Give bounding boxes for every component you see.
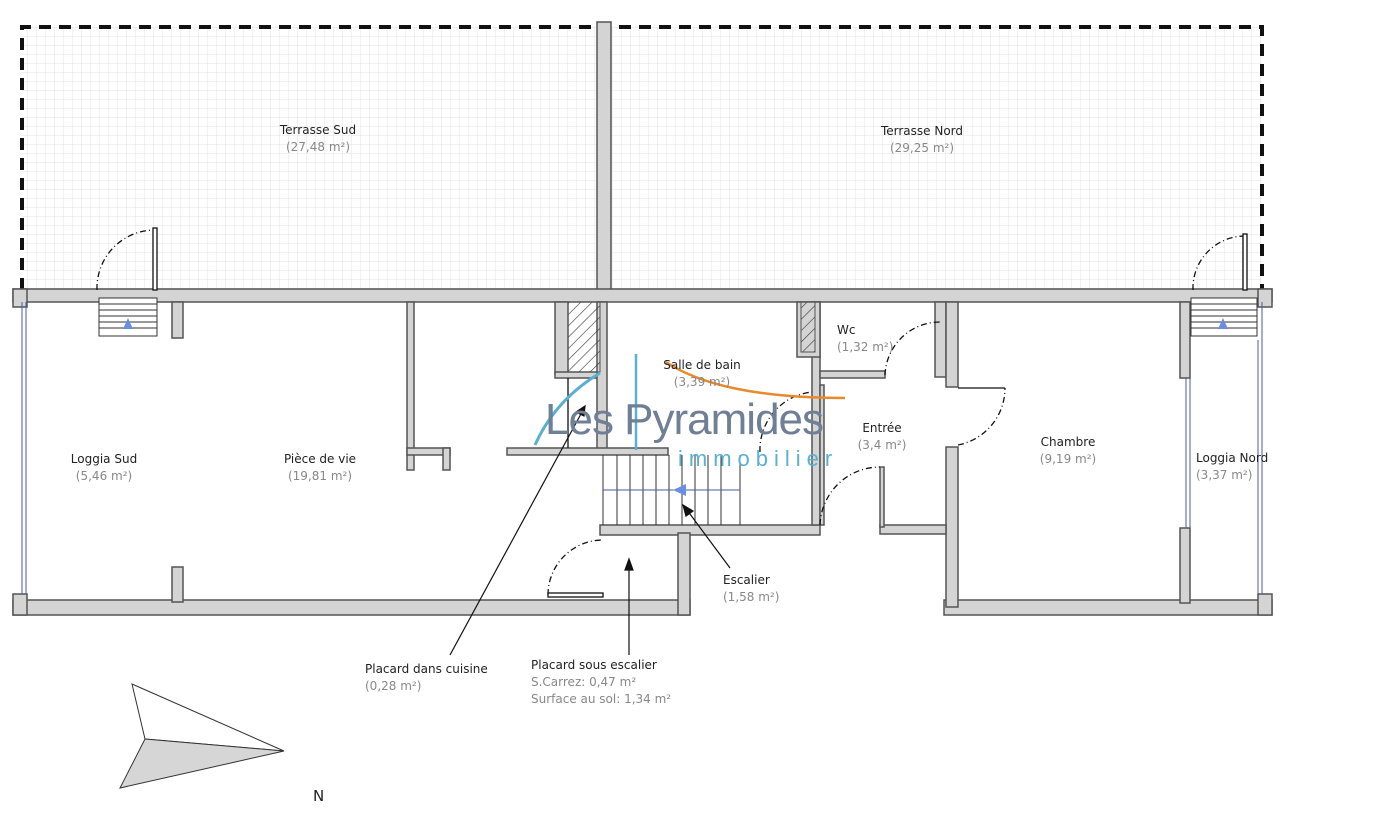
room-wc: Wc (1,32 m²): [837, 322, 893, 356]
hatched-duct: [567, 301, 601, 373]
room-salle-de-bain: Salle de bain (3,39 m²): [663, 357, 741, 391]
room-loggia-sud: Loggia Sud (5,46 m²): [71, 451, 137, 485]
room-carrez-area: S.Carrez: 0,47 m²: [531, 675, 637, 689]
room-floor-area: Surface au sol: 1,34 m²: [531, 692, 672, 706]
room-name: Placard dans cuisine: [365, 662, 488, 676]
room-loggia-nord: Loggia Nord (3,37 m²): [1196, 450, 1268, 484]
room-entree: Entrée (3,4 m²): [858, 420, 907, 454]
room-area: (3,37 m²): [1196, 468, 1253, 482]
room-name: Terrasse Sud: [279, 123, 357, 137]
room-area: (1,32 m²): [837, 340, 894, 354]
room-name: Chambre: [1040, 435, 1096, 449]
compass-label: N: [313, 787, 325, 805]
logo-text: Les Pyramides: [545, 395, 824, 444]
room-name: Salle de bain: [663, 358, 741, 372]
room-name: Terrasse Nord: [880, 124, 964, 138]
room-name: Placard sous escalier: [531, 658, 657, 672]
stairs: [98, 297, 1258, 525]
leader-arrows: [449, 404, 731, 656]
room-area: (27,48 m²): [285, 140, 351, 154]
doors: [96, 227, 1248, 598]
room-area: (29,25 m²): [889, 141, 955, 155]
room-placard-cuisine: Placard dans cuisine (0,28 m²): [365, 661, 488, 695]
room-name: Pièce de vie: [283, 452, 357, 466]
room-escalier: Escalier (1,58 m²): [723, 572, 779, 606]
room-area: (19,81 m²): [287, 469, 353, 483]
room-name: Loggia Nord: [1196, 451, 1269, 465]
room-name: Entrée: [862, 421, 902, 435]
room-name: Escalier: [723, 573, 770, 587]
room-area: (0,28 m²): [365, 679, 422, 693]
room-area: (3,4 m²): [857, 438, 907, 452]
compass-icon: [119, 683, 285, 789]
room-terrasse-sud: Terrasse Sud (27,48 m²): [280, 122, 356, 156]
room-area: (9,19 m²): [1039, 452, 1097, 466]
windows: [21, 302, 1263, 594]
stair-arrows: [123, 318, 1228, 496]
room-area: (5,46 m²): [75, 469, 133, 483]
room-chambre: Chambre (9,19 m²): [1040, 434, 1096, 468]
room-terrasse-nord: Terrasse Nord (29,25 m²): [881, 123, 963, 157]
terraces: [20, 25, 1264, 290]
logo-swoosh: [533, 354, 846, 450]
hatched-duct: [800, 301, 816, 353]
room-piece-de-vie: Pièce de vie (19,81 m²): [284, 451, 356, 485]
logo-subtext: immobilier: [678, 446, 839, 471]
room-area: (1,58 m²): [723, 590, 780, 604]
room-name: Loggia Sud: [70, 452, 138, 466]
room-area: (3,39 m²): [673, 375, 731, 389]
room-name: Wc: [837, 323, 856, 337]
